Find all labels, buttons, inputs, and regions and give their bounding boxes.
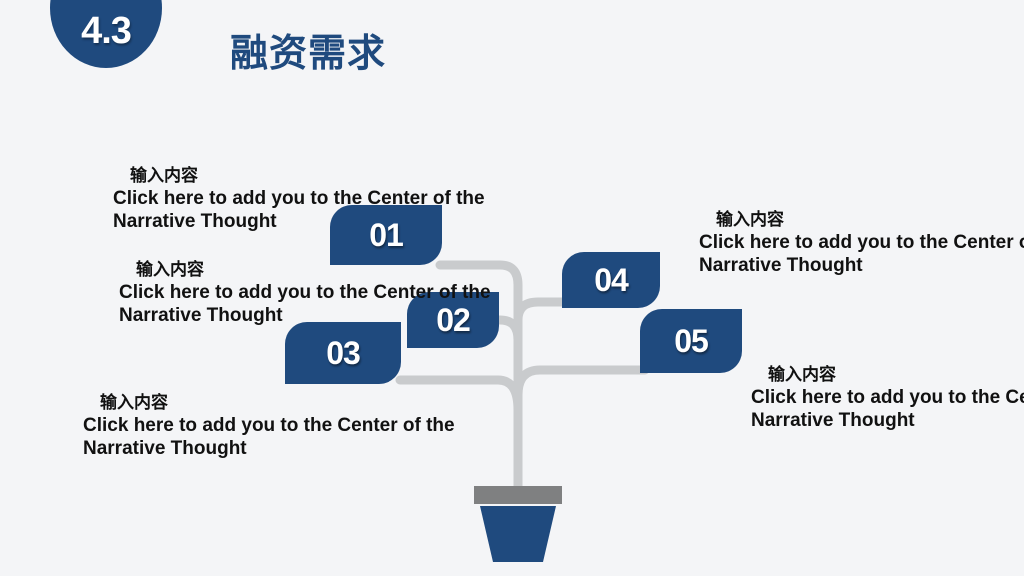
pot-body — [480, 506, 556, 562]
caption-05: 输入内容 Click here to add you to the Center… — [751, 364, 1024, 432]
caption-01: 输入内容 Click here to add you to the Center… — [113, 165, 485, 233]
caption-line: Narrative Thought — [751, 410, 915, 431]
caption-03: 输入内容 Click here to add you to the Center… — [83, 392, 455, 460]
page-title: 融资需求 — [230, 31, 387, 75]
branch-02 — [493, 315, 523, 345]
caption-heading: 输入内容 — [716, 210, 784, 230]
node-04: 04 — [562, 252, 660, 308]
caption-heading: 输入内容 — [130, 166, 198, 186]
branch-04 — [513, 297, 570, 325]
branch-05 — [513, 365, 650, 400]
pot-rim — [474, 486, 562, 504]
caption-line: Click here to add you to the Center of t… — [83, 415, 455, 436]
caption-04: 输入内容 Click here to add you to the Center… — [699, 209, 1024, 277]
caption-line: Click here to add you to the Center of t… — [119, 282, 491, 303]
caption-line: Click here to add you to the Center of t… — [113, 188, 485, 209]
caption-line: Narrative Thought — [83, 438, 247, 459]
node-03: 03 — [285, 322, 401, 384]
caption-line: Narrative Thought — [113, 211, 277, 232]
caption-heading: 输入内容 — [136, 260, 204, 280]
caption-02: 输入内容 Click here to add you to the Center… — [119, 259, 491, 327]
caption-line: Click here to add you to the Center of t… — [751, 387, 1024, 408]
tree-trunk — [435, 260, 523, 495]
section-number: 4.3 — [81, 10, 132, 52]
branch-03 — [395, 375, 523, 415]
node-01: 01 — [330, 205, 442, 265]
caption-line: Narrative Thought — [119, 305, 283, 326]
caption-heading: 输入内容 — [100, 393, 168, 413]
caption-line: Narrative Thought — [699, 255, 863, 276]
caption-heading: 输入内容 — [768, 365, 836, 385]
node-02: 02 — [407, 292, 499, 348]
node-05: 05 — [640, 309, 742, 373]
caption-line: Click here to add you to the Center of t… — [699, 232, 1024, 253]
